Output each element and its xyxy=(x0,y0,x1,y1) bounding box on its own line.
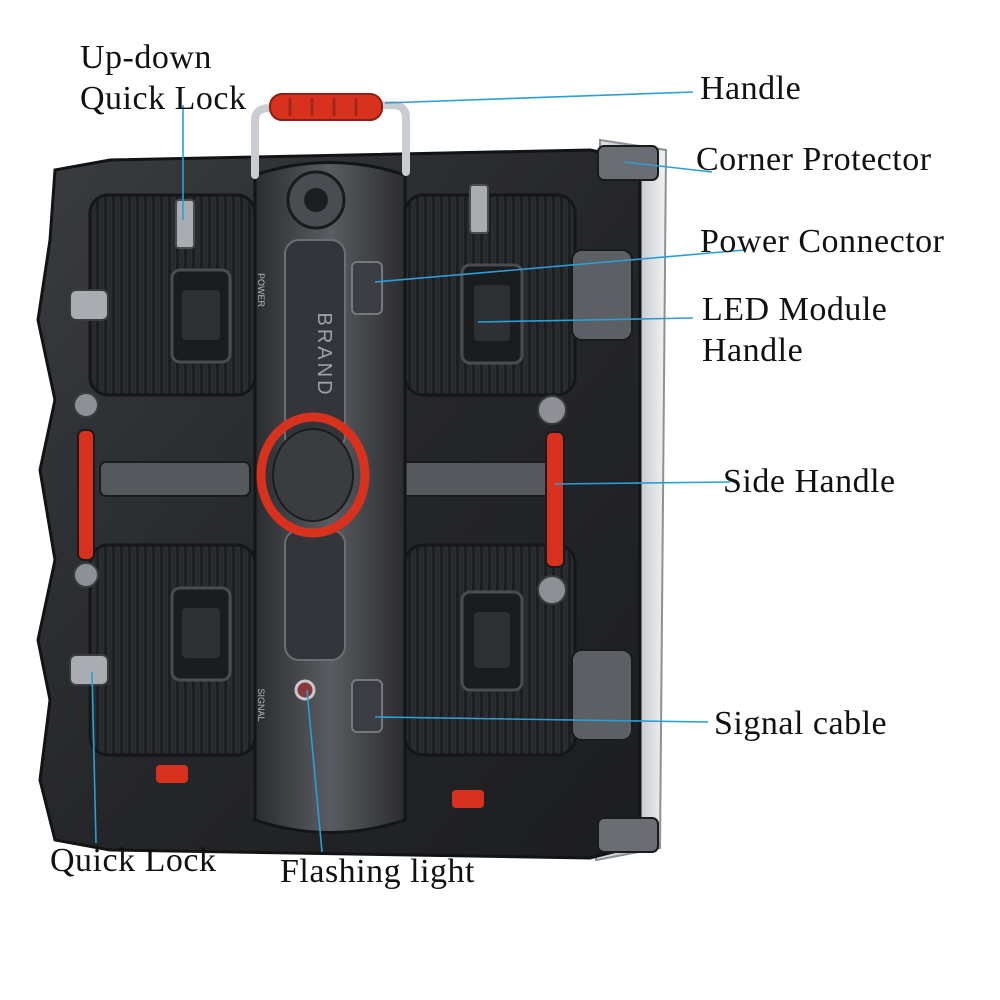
brand-text: BRAND xyxy=(313,312,335,397)
label-corner-protector: Corner Protector xyxy=(696,141,932,178)
leader-led-module-handle xyxy=(477,317,694,323)
left-cross-brace xyxy=(99,461,251,497)
leader-handle xyxy=(384,91,694,104)
signal-connector xyxy=(351,679,383,733)
center-red-ring xyxy=(256,412,370,538)
leader-corner-protector xyxy=(623,161,713,173)
power-connector xyxy=(351,261,383,315)
label-flashing-light: Flashing light xyxy=(280,853,475,890)
label-updown-line1: Up-down xyxy=(80,39,212,76)
leader-quick-lock xyxy=(91,671,97,844)
right-side-bracket-bottom xyxy=(571,649,633,741)
quick-lock-left xyxy=(69,654,109,686)
bottom-latch-left xyxy=(156,765,188,783)
label-side-handle: Side Handle xyxy=(723,463,896,500)
label-power-connector: Power Connector xyxy=(700,223,945,260)
label-led-module-handle: LED Module Handle xyxy=(702,289,887,371)
bottom-latch-right xyxy=(452,790,484,808)
right-side-bracket-top xyxy=(571,249,633,341)
updown-quick-lock-right xyxy=(469,184,489,234)
label-updown-quick-lock: Up-down Quick Lock xyxy=(80,37,246,119)
side-handle-right xyxy=(545,431,565,568)
label-led-module-line2: Handle xyxy=(702,332,804,369)
label-updown-line2: Quick Lock xyxy=(80,80,247,117)
leader-power-connector xyxy=(374,249,746,283)
power-side-label: POWER xyxy=(256,273,266,308)
right-cross-brace xyxy=(399,461,561,497)
label-signal-cable: Signal cable xyxy=(714,705,888,742)
label-led-module-line1: LED Module xyxy=(702,291,888,328)
leader-flashing-light xyxy=(306,689,323,853)
top-handle-grip xyxy=(269,93,383,121)
leader-side-handle xyxy=(554,481,731,485)
leader-signal-cable xyxy=(374,716,709,723)
side-handle-left xyxy=(77,429,95,561)
updown-quick-lock-left xyxy=(175,199,195,249)
label-quick-lock: Quick Lock xyxy=(50,842,217,879)
flashing-light xyxy=(294,679,316,701)
signal-side-label: SIGNAL xyxy=(256,688,266,721)
label-handle: Handle xyxy=(700,70,802,107)
